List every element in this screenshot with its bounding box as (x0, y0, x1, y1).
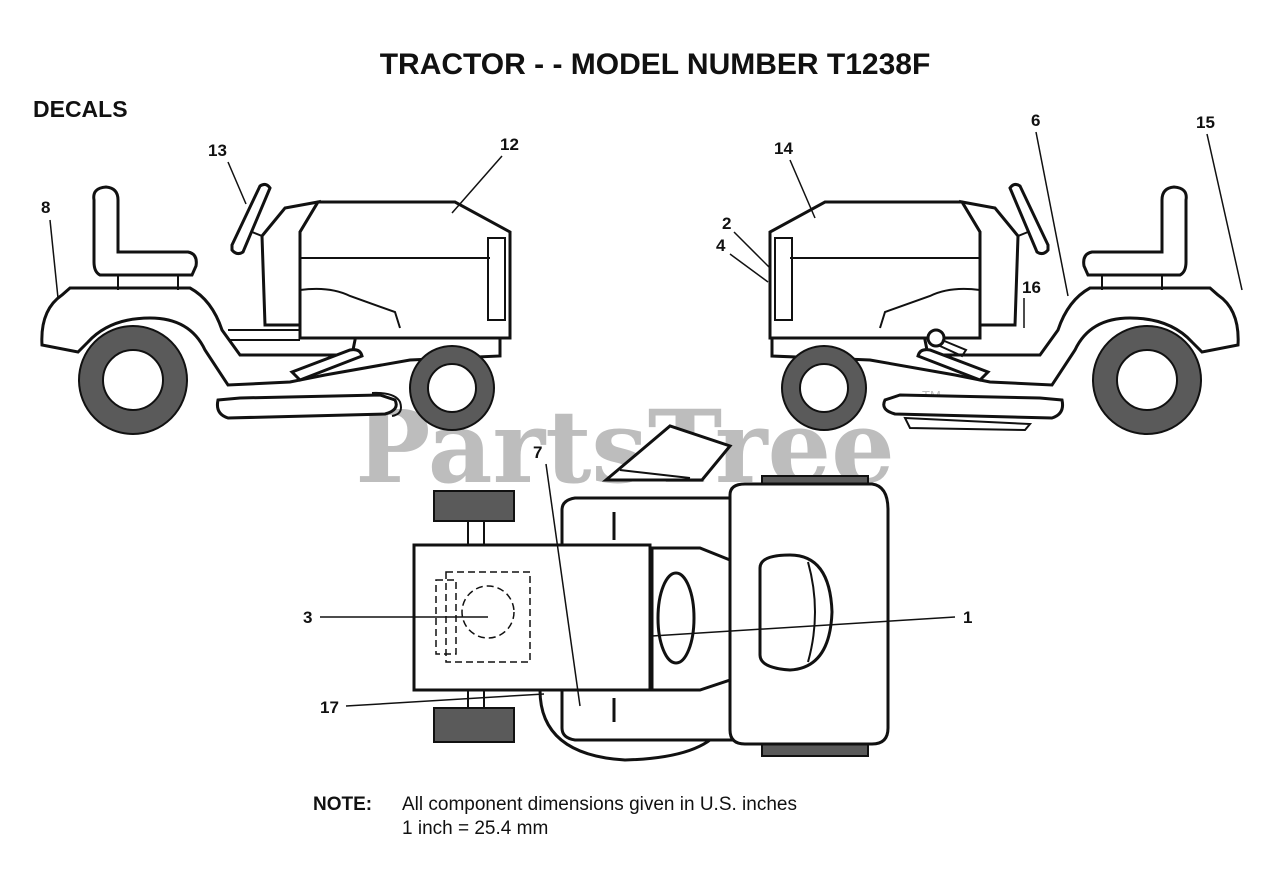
callout-2: 2 (722, 214, 731, 233)
callout-14: 14 (774, 139, 793, 158)
callout-17: 17 (320, 698, 339, 717)
callout-8: 8 (41, 198, 50, 217)
tractor-right-side-view (768, 182, 1240, 435)
note-line-2: 1 inch = 25.4 mm (402, 818, 548, 839)
tractor-left-side-view (40, 182, 512, 435)
callout-13: 13 (208, 141, 227, 160)
callout-6: 6 (1031, 111, 1040, 130)
page-title: TRACTOR - - MODEL NUMBER T1238F (380, 48, 931, 81)
callout-16: 16 (1022, 278, 1041, 297)
callout-12: 12 (500, 135, 519, 154)
rear-tire-top-right (433, 707, 515, 743)
section-heading: DECALS (33, 96, 128, 122)
callout-4: 4 (716, 236, 726, 255)
callout-1: 1 (963, 608, 972, 627)
tractor-top-view (412, 424, 890, 762)
note-label: NOTE: (313, 794, 372, 815)
callout-15: 15 (1196, 113, 1215, 132)
callouts-left: 8 13 12 (41, 135, 519, 299)
callouts-right: 14 2 4 6 15 16 (716, 111, 1243, 328)
callout-3: 3 (303, 608, 312, 627)
note-line-1: All component dimensions given in U.S. i… (402, 794, 797, 815)
callout-7: 7 (533, 443, 542, 462)
note-block: NOTE: All component dimensions given in … (313, 794, 797, 839)
callouts-top-view: 7 3 1 17 (303, 443, 972, 717)
rear-tire-top-left (433, 490, 515, 522)
